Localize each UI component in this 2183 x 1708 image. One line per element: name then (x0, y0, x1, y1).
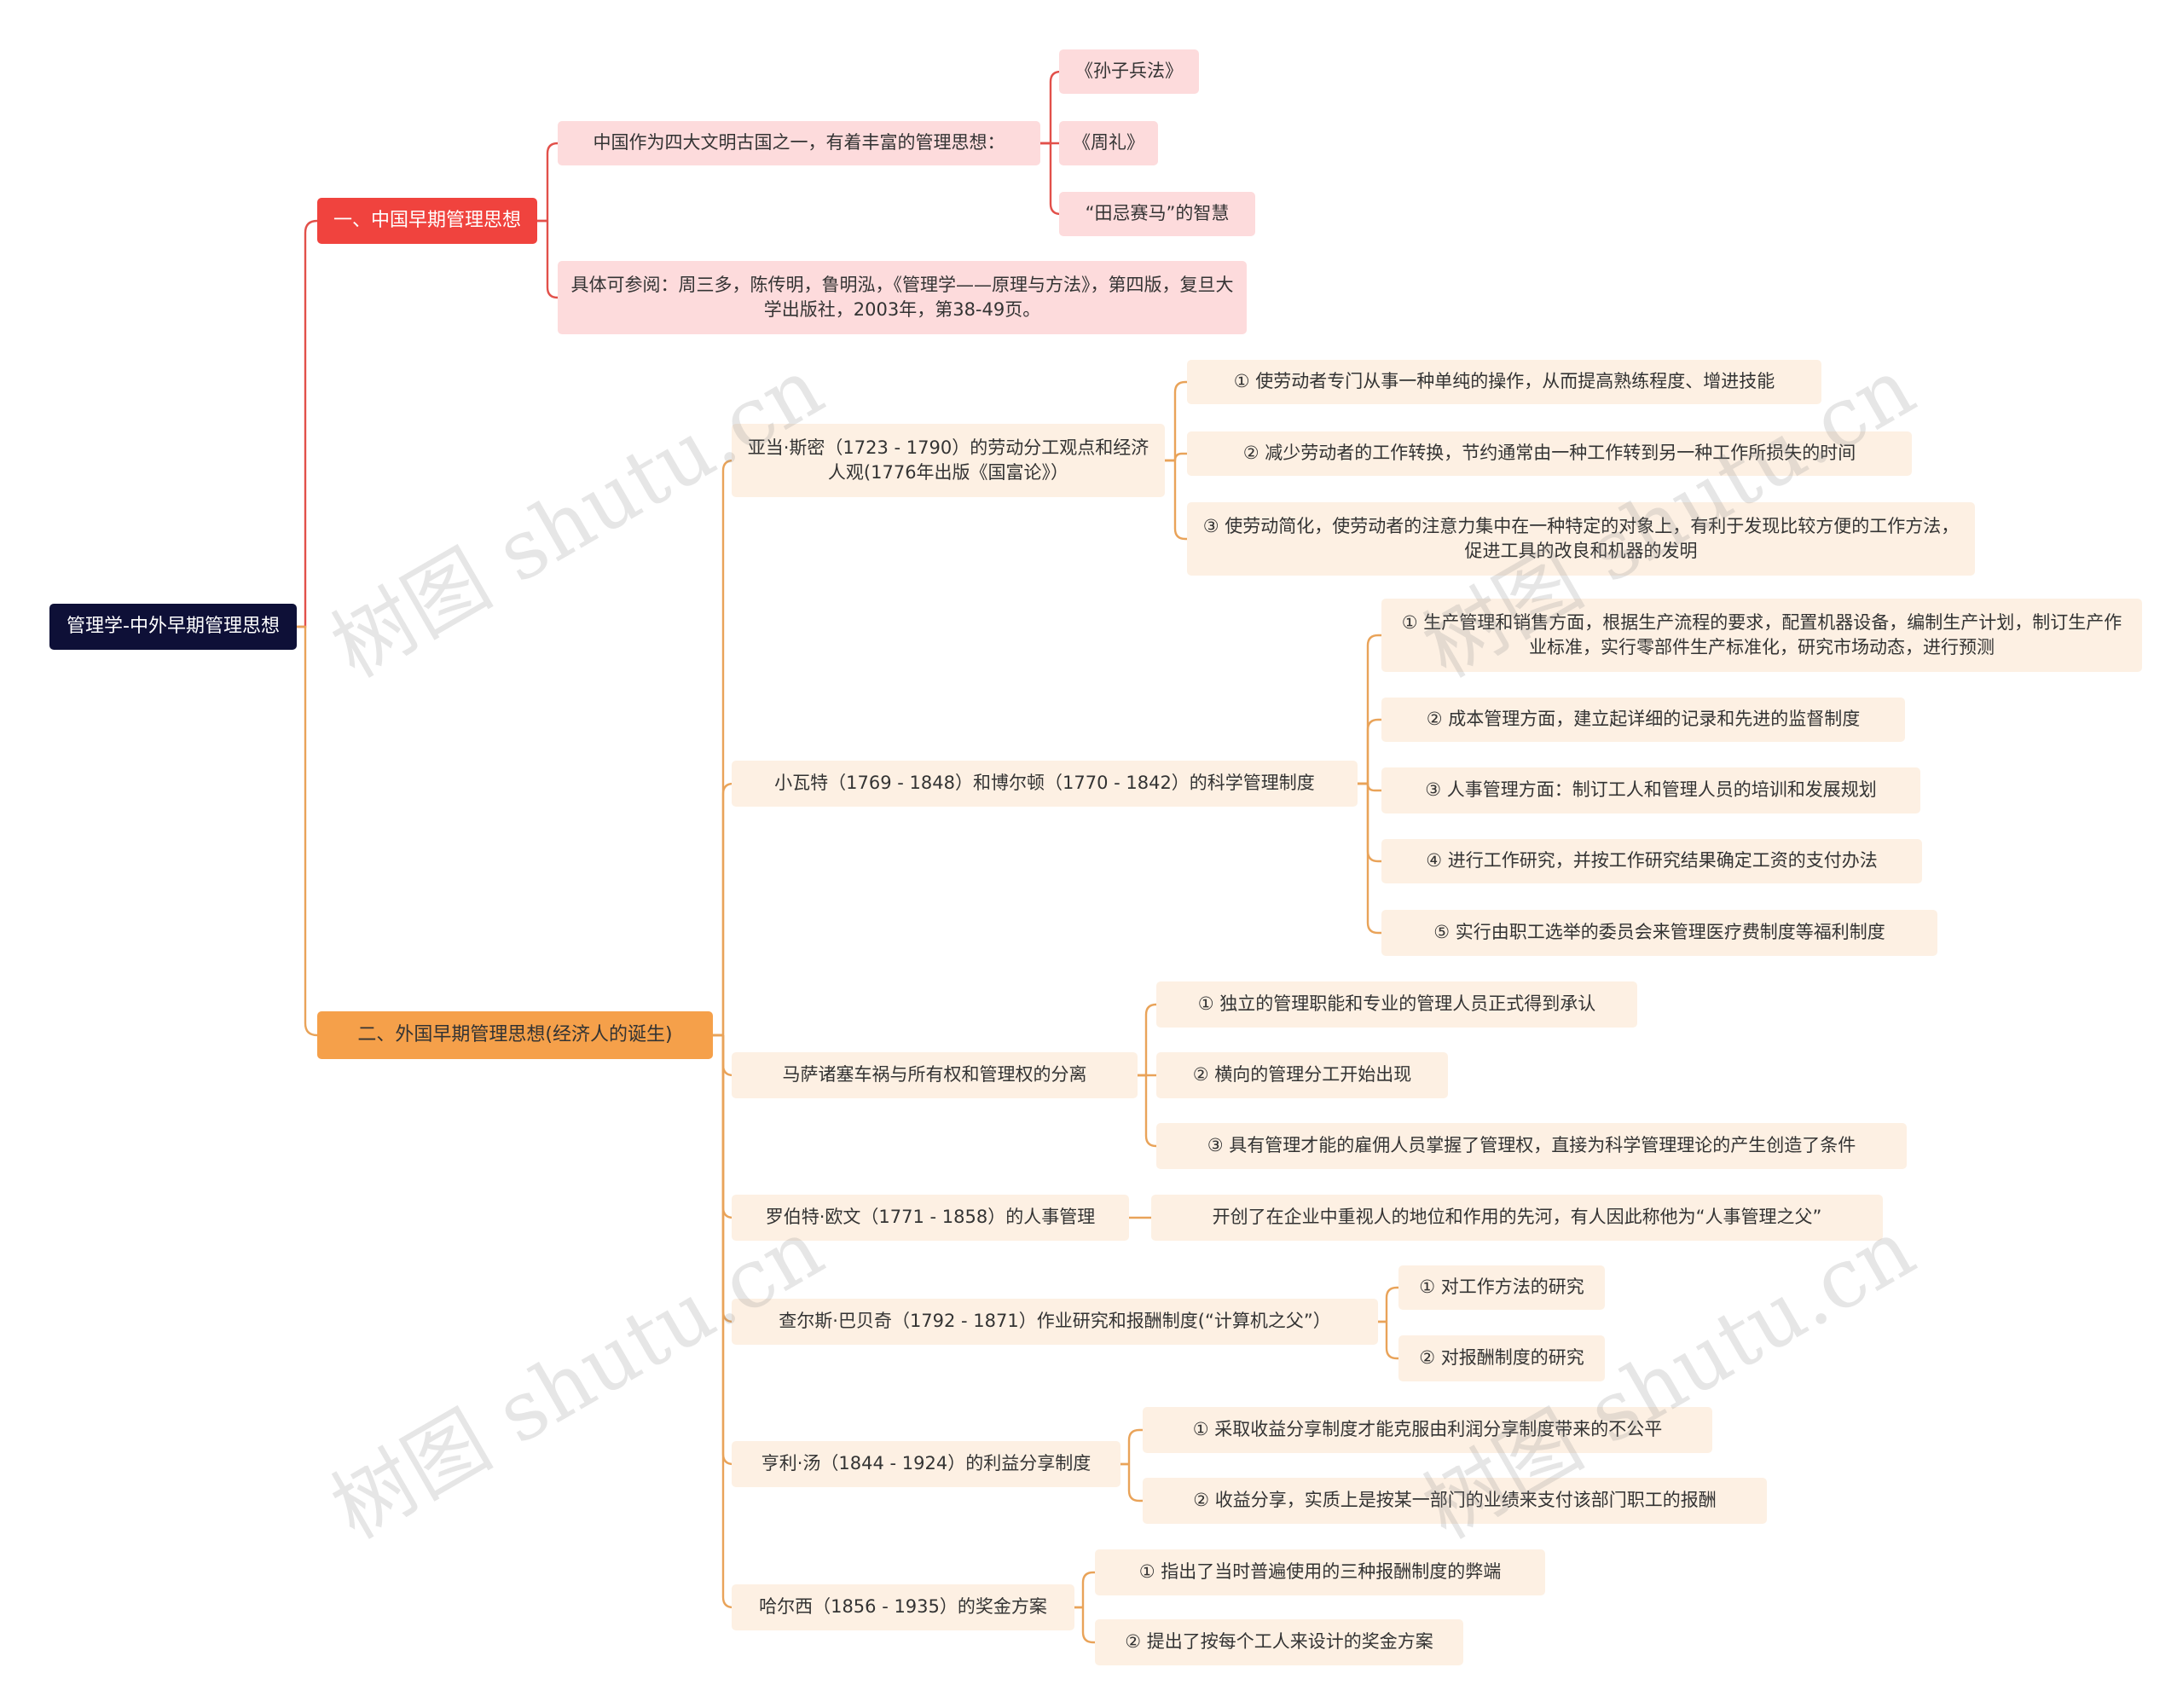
node-smith-1[interactable]: ① 使劳动者专门从事一种单纯的操作，从而提高熟练程度、增进技能 (1187, 360, 1821, 404)
connector-node-towne-1 (1120, 1428, 1143, 1466)
root-node[interactable]: 管理学-中外早期管理思想 (49, 604, 297, 650)
node-watt-2[interactable]: ② 成本管理方面，建立起详细的记录和先进的监督制度 (1381, 698, 1905, 742)
connector-node-china-rich (537, 142, 559, 223)
node-watt-3[interactable]: ③ 人事管理方面：制订工人和管理人员的培训和发展规划 (1381, 767, 1920, 813)
node-watt-1[interactable]: ① 生产管理和销售方面，根据生产流程的要求，配置机器设备，编制生产计划，制订生产… (1381, 599, 2142, 672)
node-towne-2[interactable]: ② 收益分享，实质上是按某一部门的业绩来支付该部门职工的报酬 (1143, 1478, 1767, 1524)
connector-node-watt-4 (1358, 782, 1381, 863)
node-owen[interactable]: 罗伯特·欧文（1771 - 1858）的人事管理 (732, 1195, 1129, 1241)
connector-node-babbage-1 (1378, 1286, 1398, 1323)
node-watt-5[interactable]: ⑤ 实行由职工选举的委员会来管理医疗费制度等福利制度 (1381, 910, 1937, 956)
node-watt-4[interactable]: ④ 进行工作研究，并按工作研究结果确定工资的支付办法 (1381, 839, 1922, 883)
node-smith-3[interactable]: ③ 使劳动简化，使劳动者的注意力集中在一种特定的对象上，有利于发现比较方便的工作… (1187, 502, 1975, 576)
node-babbage-2[interactable]: ② 对报酬制度的研究 (1398, 1335, 1605, 1381)
connector-node-smith-1 (1165, 380, 1187, 462)
connector-node-towne-2 (1120, 1462, 1143, 1502)
connector-node-smith-3 (1165, 459, 1187, 541)
node-owen-1[interactable]: 开创了在企业中重视人的地位和作用的先河，有人因此称他为“人事管理之父” (1151, 1195, 1883, 1241)
node-halsey[interactable]: 哈尔西（1856 - 1935）的奖金方案 (732, 1584, 1074, 1630)
node-smith-2[interactable]: ② 减少劳动者的工作转换，节约通常由一种工作转到另一种工作所损失的时间 (1187, 431, 1912, 476)
node-mass-1[interactable]: ① 独立的管理职能和专业的管理人员正式得到承认 (1156, 981, 1637, 1028)
node-towne-1[interactable]: ① 采取收益分享制度才能克服由利润分享制度带来的不公平 (1143, 1407, 1712, 1453)
connector-node-watt-2 (1358, 718, 1381, 785)
node-halsey-1[interactable]: ① 指出了当时普遍使用的三种报酬制度的弊端 (1095, 1549, 1545, 1595)
node-mass-3[interactable]: ③ 具有管理才能的雇佣人员掌握了管理权，直接为科学管理理论的产生创造了条件 (1156, 1123, 1907, 1169)
connector-node-watt-5 (1358, 782, 1381, 935)
connector-node-sunzi (1040, 70, 1062, 145)
connector-category-foreign (297, 625, 318, 1037)
connector-node-tianji (1040, 142, 1062, 216)
connector-node-watt (713, 782, 734, 1037)
node-watt[interactable]: 小瓦特（1769 - 1848）和博尔顿（1770 - 1842）的科学管理制度 (732, 761, 1358, 807)
node-halsey-2[interactable]: ② 提出了按每个工人来设计的奖金方案 (1095, 1619, 1463, 1665)
node-towne[interactable]: 亨利·汤（1844 - 1924）的利益分享制度 (732, 1441, 1120, 1487)
node-mass[interactable]: 马萨诸塞车祸与所有权和管理权的分离 (732, 1052, 1138, 1098)
node-sunzi[interactable]: 《孙子兵法》 (1059, 49, 1199, 94)
connector-node-babbage-2 (1378, 1320, 1398, 1360)
connector-category-china (297, 219, 318, 628)
node-china-rich[interactable]: 中国作为四大文明古国之一，有着丰富的管理思想： (558, 121, 1040, 165)
connector-node-china-reference (537, 219, 559, 299)
node-babbage[interactable]: 查尔斯·巴贝奇（1792 - 1871）作业研究和报酬制度(“计算机之父”） (732, 1299, 1378, 1345)
connector-node-watt-1 (1358, 634, 1381, 785)
node-tianji[interactable]: “田忌赛马”的智慧 (1059, 192, 1255, 236)
connector-node-halsey-1 (1074, 1571, 1095, 1609)
node-smith[interactable]: 亚当·斯密（1723 - 1790）的劳动分工观点和经济人观(1776年出版《国… (732, 424, 1165, 497)
category-china[interactable]: 一、中国早期管理思想 (317, 198, 537, 244)
node-babbage-1[interactable]: ① 对工作方法的研究 (1398, 1265, 1605, 1310)
connector-node-mass-3 (1138, 1074, 1157, 1148)
node-china-reference[interactable]: 具体可参阅：周三多，陈传明，鲁明泓，《管理学——原理与方法》，第四版，复旦大学出… (558, 261, 1247, 334)
category-foreign[interactable]: 二、外国早期管理思想(经济人的诞生) (317, 1011, 713, 1059)
node-mass-2[interactable]: ② 横向的管理分工开始出现 (1156, 1052, 1448, 1098)
connector-node-mass-1 (1138, 1003, 1157, 1077)
node-zhouli[interactable]: 《周礼》 (1059, 121, 1158, 165)
connector-node-halsey-2 (1074, 1606, 1095, 1644)
